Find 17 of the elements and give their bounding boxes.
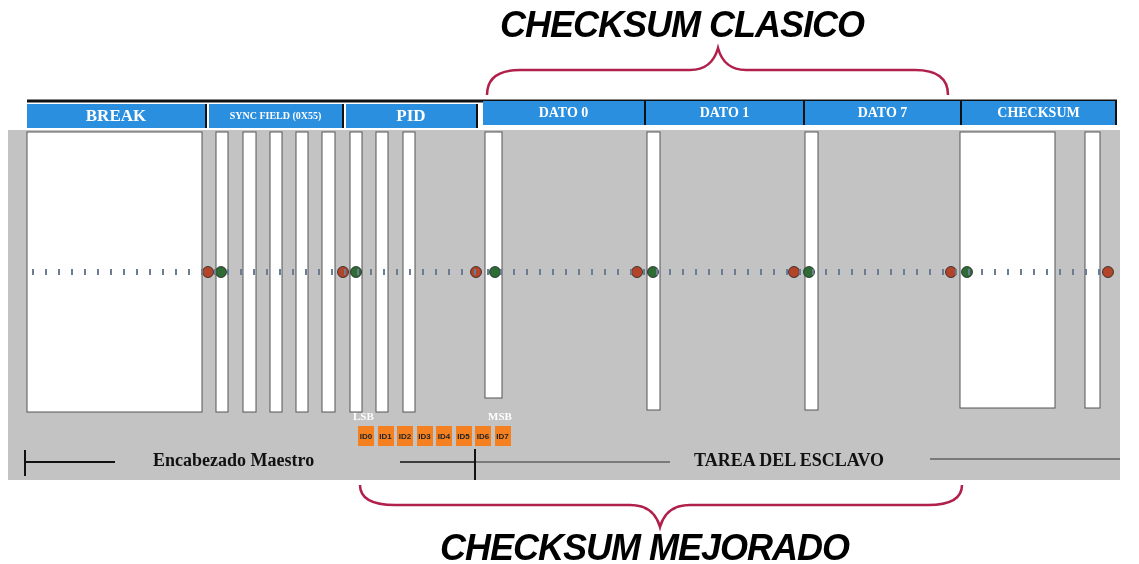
bracket-label: CHECKSUM CLASICO <box>500 4 864 46</box>
frame-field: CHECKSUM <box>962 101 1117 125</box>
frame-field: DATO 7 <box>805 101 962 125</box>
bracket-label: CHECKSUM MEJORADO <box>440 527 850 564</box>
frame-field: DATO 0 <box>483 101 646 125</box>
frame-field: BREAK <box>27 104 207 128</box>
bit-box: ID4 <box>436 426 452 446</box>
bit-box: ID0 <box>358 426 374 446</box>
frame-field: DATO 1 <box>646 101 805 125</box>
bit-box: ID6 <box>475 426 491 446</box>
bit-order-label: MSB <box>488 410 512 422</box>
frame-field: SYNC FIELD (0X55) <box>209 104 344 128</box>
bit-order-label: LSB <box>353 410 374 422</box>
bit-box: ID2 <box>397 426 413 446</box>
span-label: TAREA DEL ESCLAVO <box>694 450 885 471</box>
frame-field: PID <box>346 104 478 128</box>
span-label: Encabezado Maestro <box>153 450 315 471</box>
